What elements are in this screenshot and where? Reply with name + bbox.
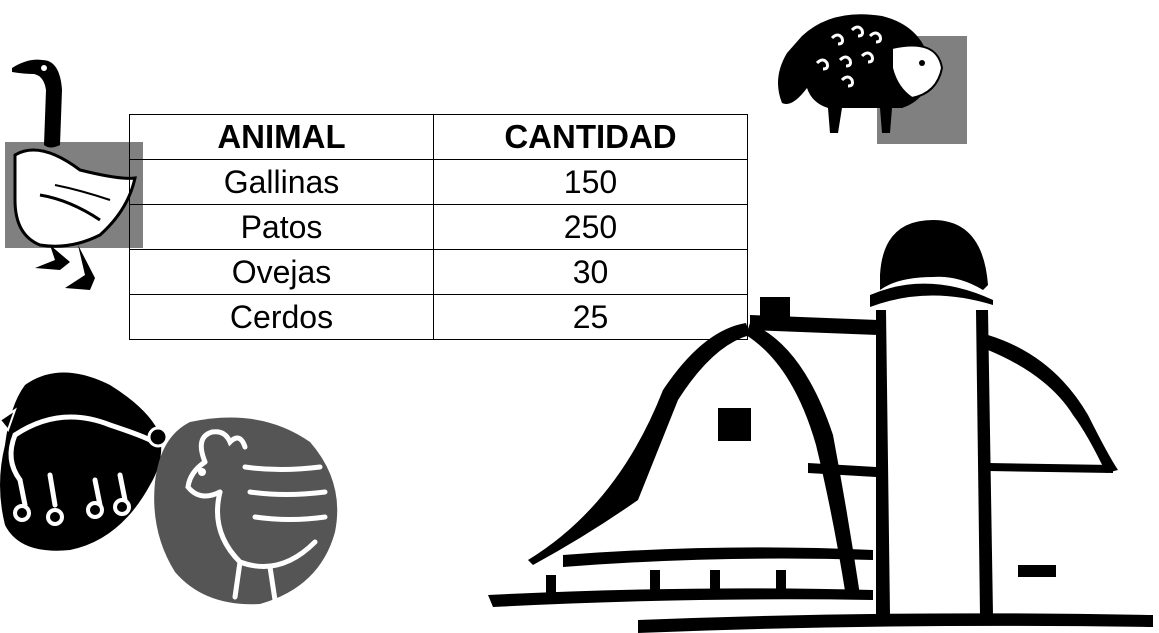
table-row: Cerdos 25 <box>129 294 748 340</box>
cantidad-cell: 25 <box>433 294 748 340</box>
animal-cell: Gallinas <box>129 159 434 205</box>
table-row: Patos 250 <box>129 204 748 250</box>
barn-silo-icon <box>488 220 1153 633</box>
table-row: Gallinas 150 <box>129 159 748 205</box>
animal-quantity-table: ANIMAL CANTIDAD Gallinas 150 Patos 250 O… <box>129 114 748 340</box>
cantidad-cell: 150 <box>433 159 748 205</box>
column-header-animal: ANIMAL <box>129 114 434 160</box>
animal-cell: Patos <box>129 204 434 250</box>
goose-icon <box>5 59 143 290</box>
animal-cell: Cerdos <box>129 294 434 340</box>
cantidad-cell: 250 <box>433 204 748 250</box>
sheep-icon <box>778 14 967 144</box>
column-header-cantidad: CANTIDAD <box>433 114 748 160</box>
table-row: Ovejas 30 <box>129 249 748 295</box>
animal-cell: Ovejas <box>129 249 434 295</box>
table-header-row: ANIMAL CANTIDAD <box>129 114 748 160</box>
cantidad-cell: 30 <box>433 249 748 295</box>
pig-icon <box>0 372 169 551</box>
hen-icon <box>154 417 338 605</box>
